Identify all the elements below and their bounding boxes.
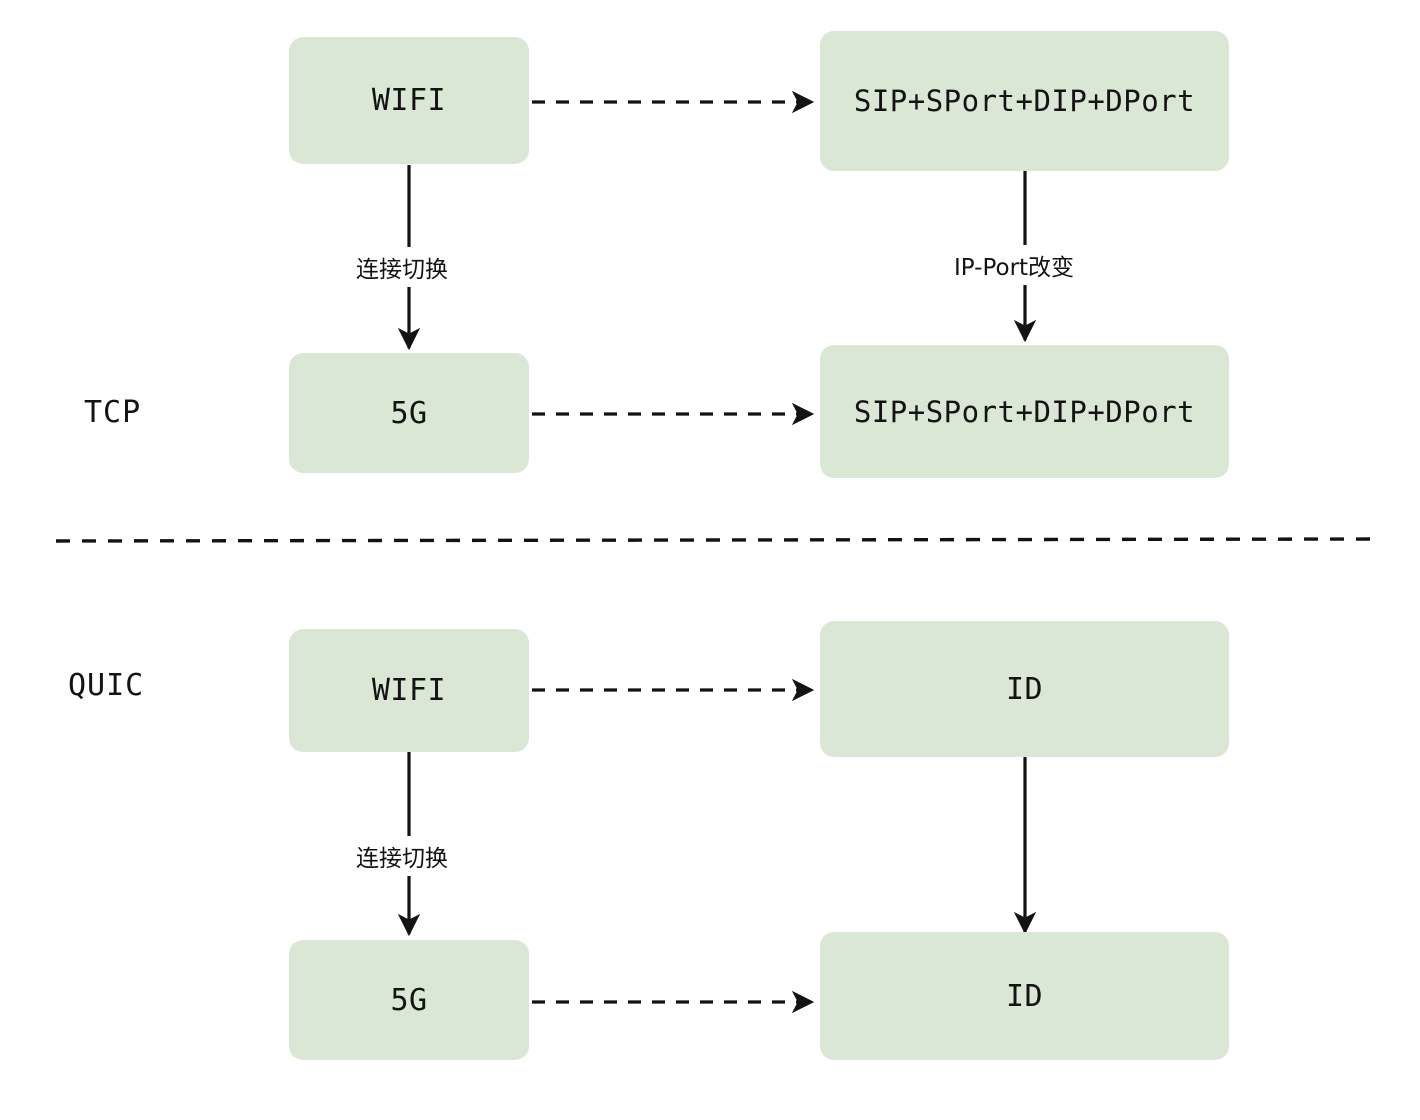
tcp-node-5g[interactable]: 5G (289, 353, 529, 473)
quic-node-5g[interactable]: 5G (289, 940, 529, 1060)
protocol-label-tcp: TCP (84, 395, 142, 430)
tcp-node-wifi[interactable]: WIFI (289, 37, 529, 164)
section-divider (55, 537, 1372, 543)
quic-edge-label-handover: 连接切换 (350, 836, 454, 876)
tcp-node-tuple-bottom[interactable]: SIP+SPort+DIP+DPort (820, 345, 1229, 478)
tcp-edge-label-ipport-change: IP-Port改变 (948, 245, 1081, 285)
quic-node-wifi[interactable]: WIFI (289, 629, 529, 752)
tcp-edge-label-handover: 连接切换 (350, 247, 454, 287)
quic-node-id-top[interactable]: ID (820, 621, 1229, 757)
protocol-label-quic: QUIC (68, 668, 145, 703)
tcp-node-tuple-top[interactable]: SIP+SPort+DIP+DPort (820, 31, 1229, 171)
quic-node-id-bottom[interactable]: ID (820, 932, 1229, 1060)
